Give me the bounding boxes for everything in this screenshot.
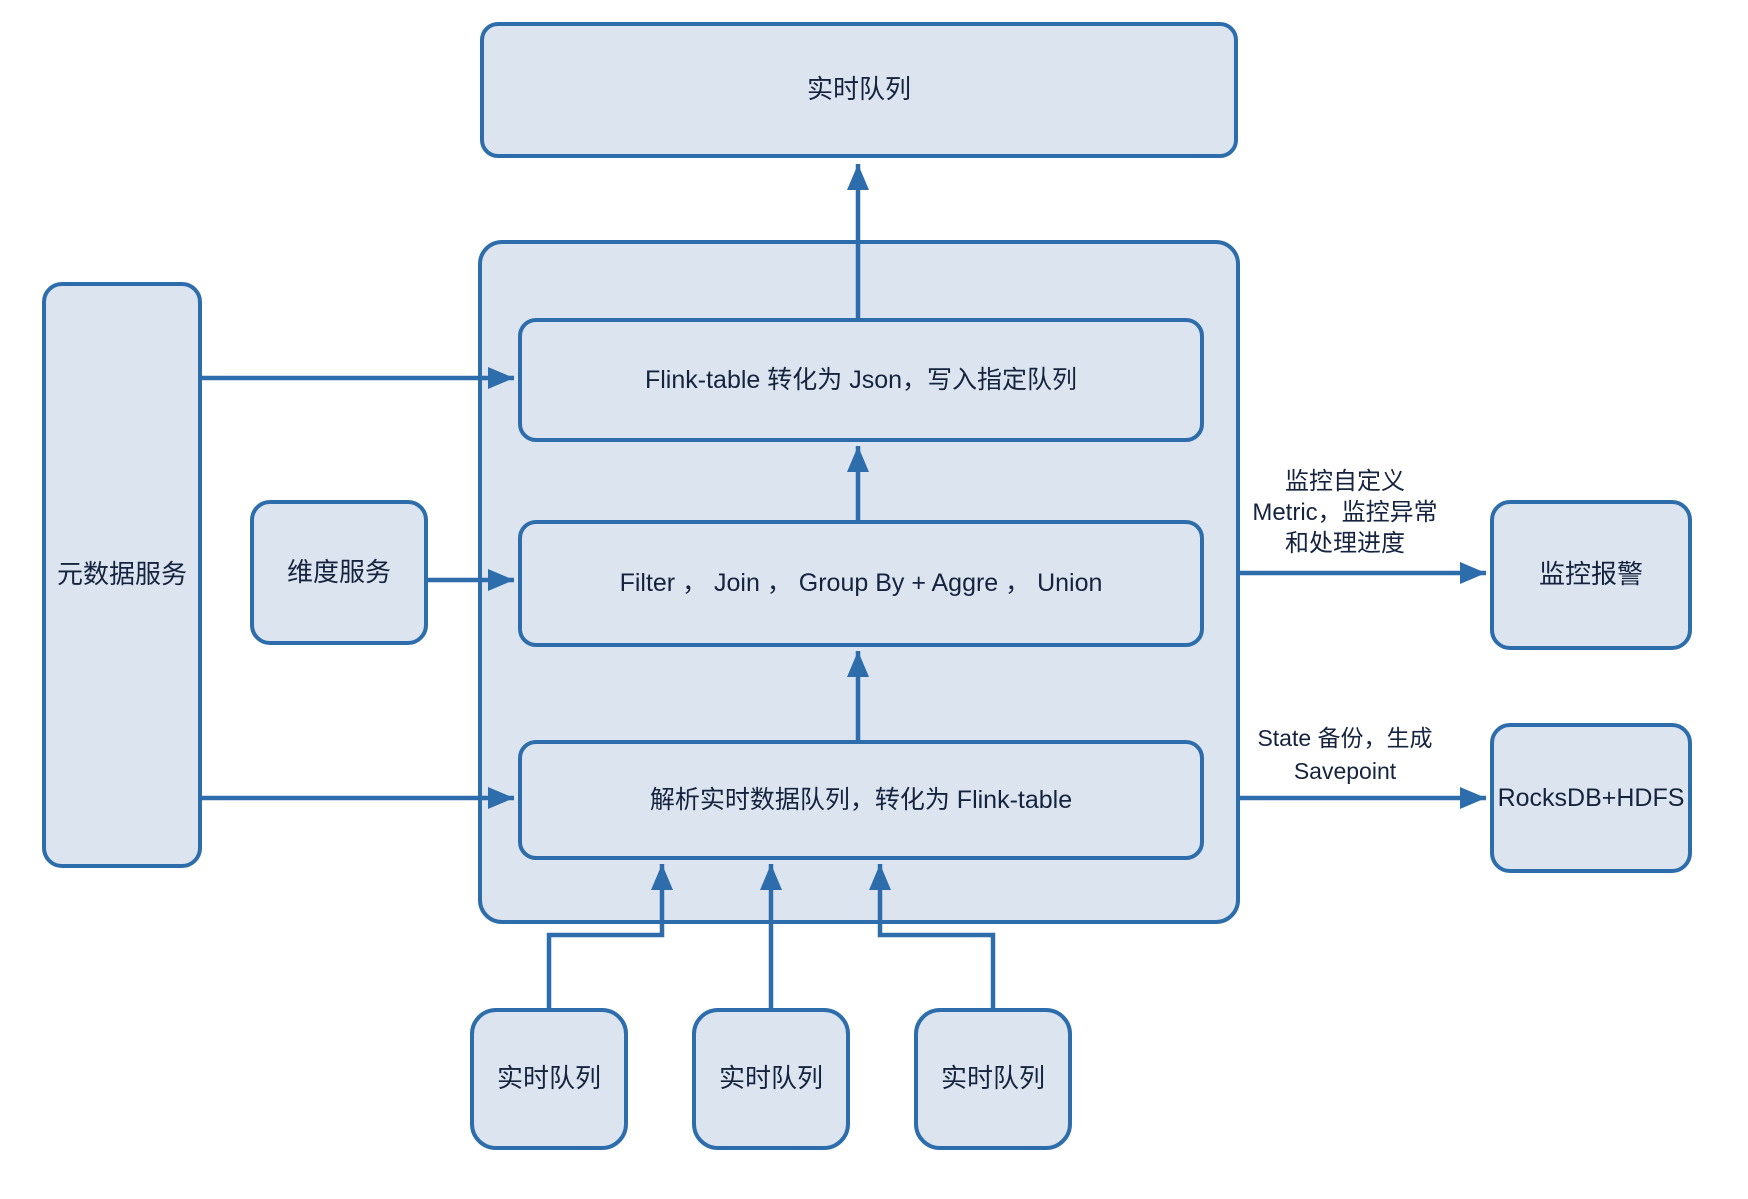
label-monitor-metric-line3: 和处理进度 xyxy=(1285,530,1405,557)
node-bottom-queue-3-label: 实时队列 xyxy=(940,1063,1045,1094)
node-dimension-service: 维度服务 xyxy=(250,500,428,645)
label-monitor-metric-line1: 监控自定义 xyxy=(1285,468,1405,495)
node-top-queue-label: 实时队列 xyxy=(806,74,911,105)
label-monitor-metric: 监控自定义 Metric，监控异常 和处理进度 xyxy=(1245,466,1445,559)
node-parse-queue-label: 解析实时数据队列，转化为 Flink-table xyxy=(649,785,1073,814)
node-metadata-service: 元数据服务 xyxy=(42,282,202,868)
node-operators: Filter ， Join ， Group By + Aggre ， Union xyxy=(518,520,1204,647)
node-bottom-queue-3: 实时队列 xyxy=(914,1008,1072,1150)
node-parse-queue: 解析实时数据队列，转化为 Flink-table xyxy=(518,740,1204,860)
node-flink-to-json-label: Flink-table 转化为 Json，写入指定队列 xyxy=(644,365,1078,394)
node-bottom-queue-1: 实时队列 xyxy=(470,1008,628,1150)
node-bottom-queue-2-label: 实时队列 xyxy=(718,1063,823,1094)
node-operators-label: Filter ， Join ， Group By + Aggre ， Union xyxy=(619,569,1103,598)
node-bottom-queue-1-label: 实时队列 xyxy=(496,1063,601,1094)
node-monitor-alarm: 监控报警 xyxy=(1490,500,1692,650)
node-top-queue: 实时队列 xyxy=(480,22,1238,158)
label-state-savepoint-line1: State 备份，生成 xyxy=(1257,725,1433,751)
node-rocksdb-hdfs-label: RocksDB+HDFS xyxy=(1497,783,1685,812)
node-rocksdb-hdfs: RocksDB+HDFS xyxy=(1490,723,1692,873)
node-flink-to-json: Flink-table 转化为 Json，写入指定队列 xyxy=(518,318,1204,442)
node-metadata-service-label: 元数据服务 xyxy=(56,559,187,590)
node-bottom-queue-2: 实时队列 xyxy=(692,1008,850,1150)
node-dimension-service-label: 维度服务 xyxy=(286,556,391,587)
node-monitor-alarm-label: 监控报警 xyxy=(1538,559,1643,590)
label-monitor-metric-line2: Metric，监控异常 xyxy=(1252,499,1438,526)
label-state-savepoint-line2: Savepoint xyxy=(1293,758,1397,784)
label-state-savepoint: State 备份，生成 Savepoint xyxy=(1245,722,1445,788)
